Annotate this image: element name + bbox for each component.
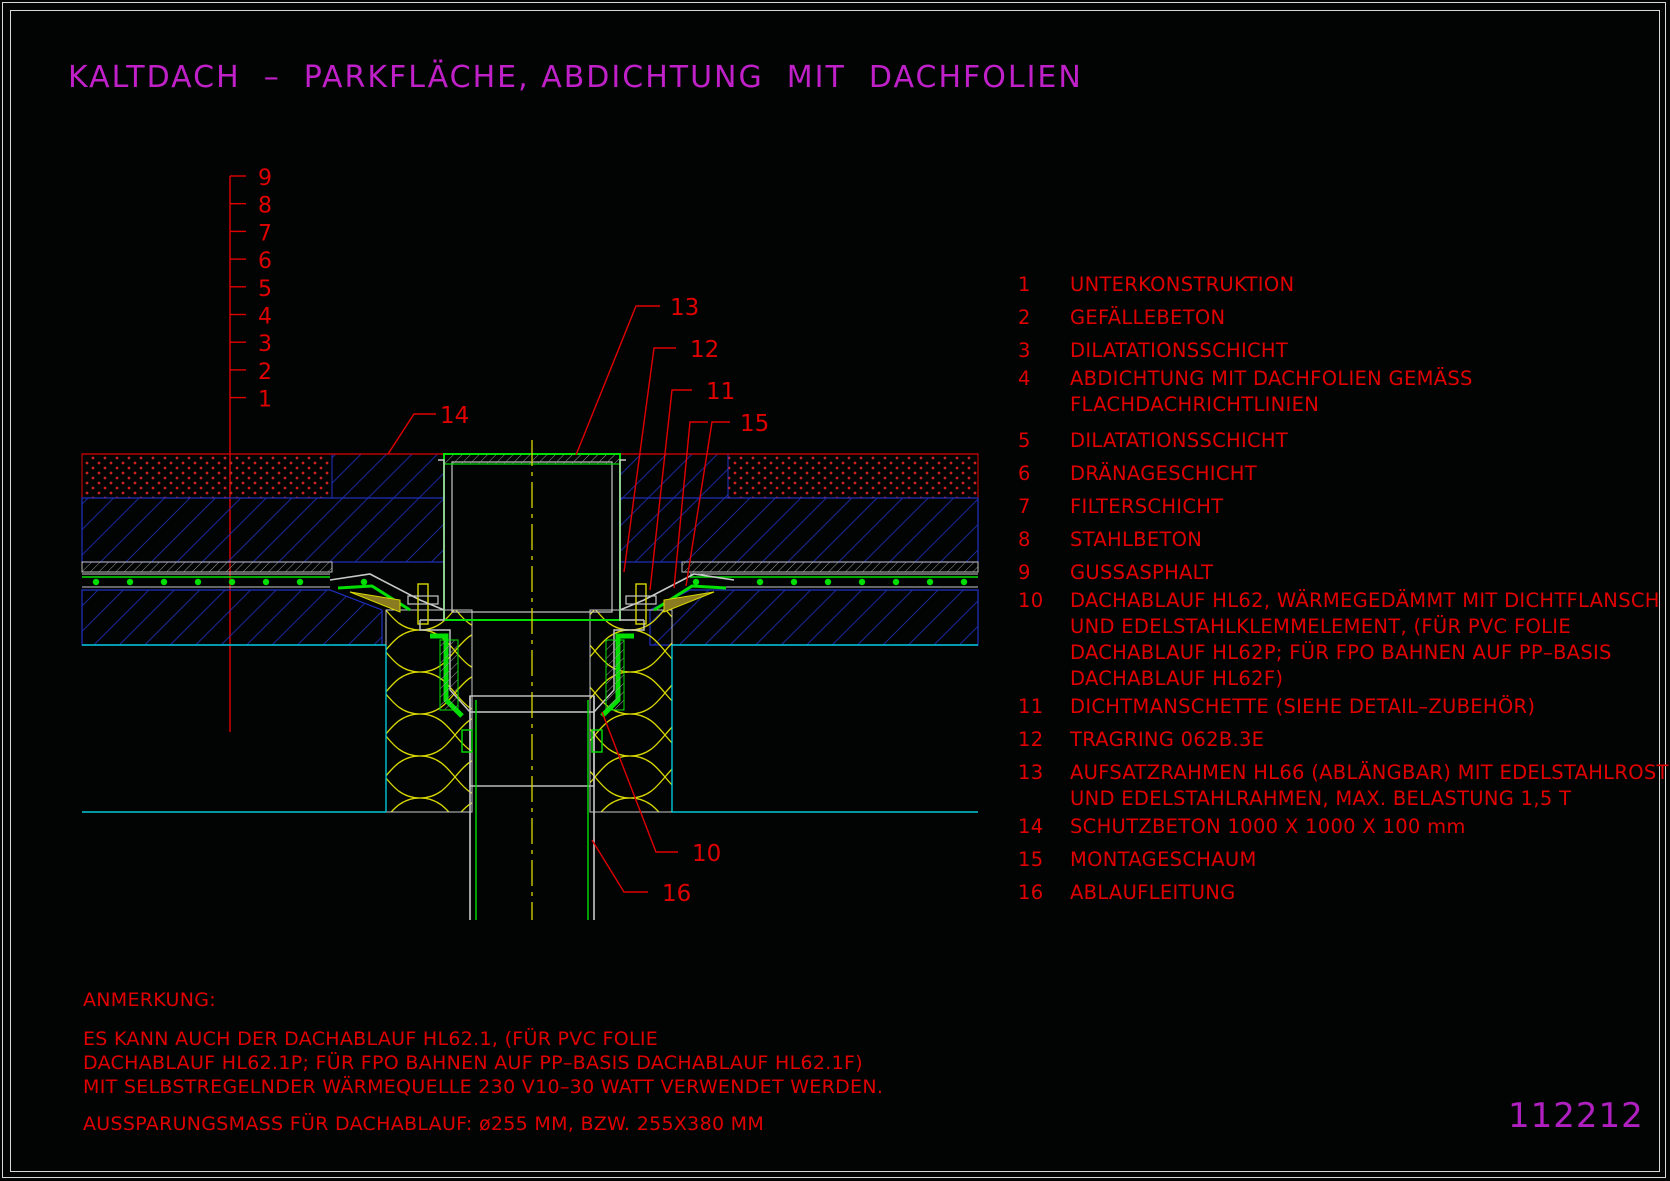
legend-number: 15 bbox=[1018, 848, 1044, 871]
drainage-dot bbox=[160, 578, 168, 586]
gussasphalt-layer-left bbox=[81, 453, 333, 499]
schutzbeton-left bbox=[331, 453, 445, 499]
legend-number: 10 bbox=[1018, 589, 1044, 612]
legend-text: AUFSATZRAHMEN HL66 (ABLÄNGBAR) MIT EDELS… bbox=[1070, 761, 1669, 810]
callout-14: 14 bbox=[440, 403, 469, 429]
legend-number: 16 bbox=[1018, 881, 1044, 904]
legend-number: 8 bbox=[1018, 528, 1031, 551]
legend-number: 6 bbox=[1018, 462, 1031, 485]
legend-text: STAHLBETON bbox=[1070, 528, 1203, 551]
drainage-dot bbox=[926, 578, 934, 586]
callout-11: 11 bbox=[706, 379, 735, 405]
scale-label-5: 5 bbox=[258, 277, 272, 302]
legend-number: 13 bbox=[1018, 761, 1044, 784]
legend-text: SCHUTZBETON 1000 X 1000 X 100 mm bbox=[1070, 815, 1466, 838]
scale-label-8: 8 bbox=[258, 194, 272, 219]
drainage-dot bbox=[790, 578, 798, 586]
legend-text: DILATATIONSSCHICHT bbox=[1070, 339, 1289, 362]
legend-text: DICHTMANSCHETTE (SIEHE DETAIL–ZUBEHÖR) bbox=[1070, 695, 1536, 718]
legend-number: 1 bbox=[1018, 273, 1031, 296]
stahlbeton-layer-left bbox=[81, 497, 445, 563]
drainage-dot bbox=[296, 578, 304, 586]
legend-number: 5 bbox=[1018, 429, 1031, 452]
stahlbeton-layer-right bbox=[619, 497, 979, 563]
gussasphalt-layer-right bbox=[727, 453, 979, 499]
drainage-dot bbox=[228, 578, 236, 586]
scale-label-2: 2 bbox=[258, 360, 272, 385]
drainage-dot bbox=[194, 578, 202, 586]
scale-label-3: 3 bbox=[258, 332, 272, 357]
legend-number: 7 bbox=[1018, 495, 1031, 518]
legend-number: 2 bbox=[1018, 306, 1031, 329]
scale-label-6: 6 bbox=[258, 249, 272, 274]
drainage-dot bbox=[824, 578, 832, 586]
legend-number: 12 bbox=[1018, 728, 1044, 751]
drainage-dot bbox=[92, 578, 100, 586]
legend-number: 3 bbox=[1018, 339, 1031, 362]
scale-label-7: 7 bbox=[258, 221, 272, 246]
callout-13: 13 bbox=[670, 295, 699, 321]
insulation-right bbox=[589, 609, 673, 813]
legend-text: UNTERKONSTRUKTION bbox=[1070, 273, 1295, 296]
drainage-dot bbox=[692, 578, 700, 586]
legend-text: ABDICHTUNG MIT DACHFOLIEN GEMÄSS FLACHDA… bbox=[1070, 367, 1473, 416]
callout-15: 15 bbox=[740, 411, 769, 437]
callout-12: 12 bbox=[690, 337, 719, 363]
legend-text: ABLAUFLEITUNG bbox=[1070, 881, 1236, 904]
scale-label-1: 1 bbox=[258, 388, 272, 413]
sheet-border-inner bbox=[10, 10, 1660, 1172]
gefaellebeton-left bbox=[81, 589, 383, 646]
scale-label-9: 9 bbox=[258, 166, 272, 191]
drainage-dot bbox=[126, 578, 134, 586]
legend-text: MONTAGESCHAUM bbox=[1070, 848, 1257, 871]
drawing-title: KALTDACH – PARKFLÄCHE, ABDICHTUNG MIT DA… bbox=[68, 60, 1083, 95]
legend-text: GUSSASPHALT bbox=[1070, 561, 1214, 584]
legend-number: 4 bbox=[1018, 367, 1031, 390]
legend-text: DACHABLAUF HL62, WÄRMEGEDÄMMT MIT DICHTF… bbox=[1070, 589, 1660, 690]
drainage-dot bbox=[262, 578, 270, 586]
drainage-dot bbox=[892, 578, 900, 586]
drawing-number: 112212 bbox=[1508, 1096, 1644, 1136]
drainage-dot bbox=[756, 578, 764, 586]
callout-10: 10 bbox=[692, 841, 721, 867]
note-body: ES KANN AUCH DER DACHABLAUF HL62.1, (FÜR… bbox=[83, 1028, 884, 1098]
legend-number: 9 bbox=[1018, 561, 1031, 584]
schutzbeton-right bbox=[619, 453, 729, 499]
drainage-dot bbox=[960, 578, 968, 586]
legend-text: DILATATIONSSCHICHT bbox=[1070, 429, 1289, 452]
callout-16: 16 bbox=[662, 881, 691, 907]
callout-leaders bbox=[387, 305, 730, 893]
drainage-dot bbox=[360, 578, 368, 586]
legend-text: TRAGRING 062B.3E bbox=[1070, 728, 1265, 751]
scale-label-4: 4 bbox=[258, 305, 272, 330]
legend-number: 14 bbox=[1018, 815, 1044, 838]
legend-text: GEFÄLLEBETON bbox=[1070, 306, 1226, 329]
legend-text: FILTERSCHICHT bbox=[1070, 495, 1224, 518]
roof-drain-body bbox=[329, 440, 735, 920]
cutout-dimension-note: AUSSPARUNGSMASS FÜR DACHABLAUF: ø255 MM,… bbox=[83, 1113, 765, 1135]
note-heading: ANMERKUNG: bbox=[83, 989, 217, 1011]
legend-number: 11 bbox=[1018, 695, 1044, 718]
thin-layers bbox=[81, 561, 979, 588]
drainage-dot bbox=[858, 578, 866, 586]
legend-text: DRÄNAGESCHICHT bbox=[1070, 462, 1257, 485]
